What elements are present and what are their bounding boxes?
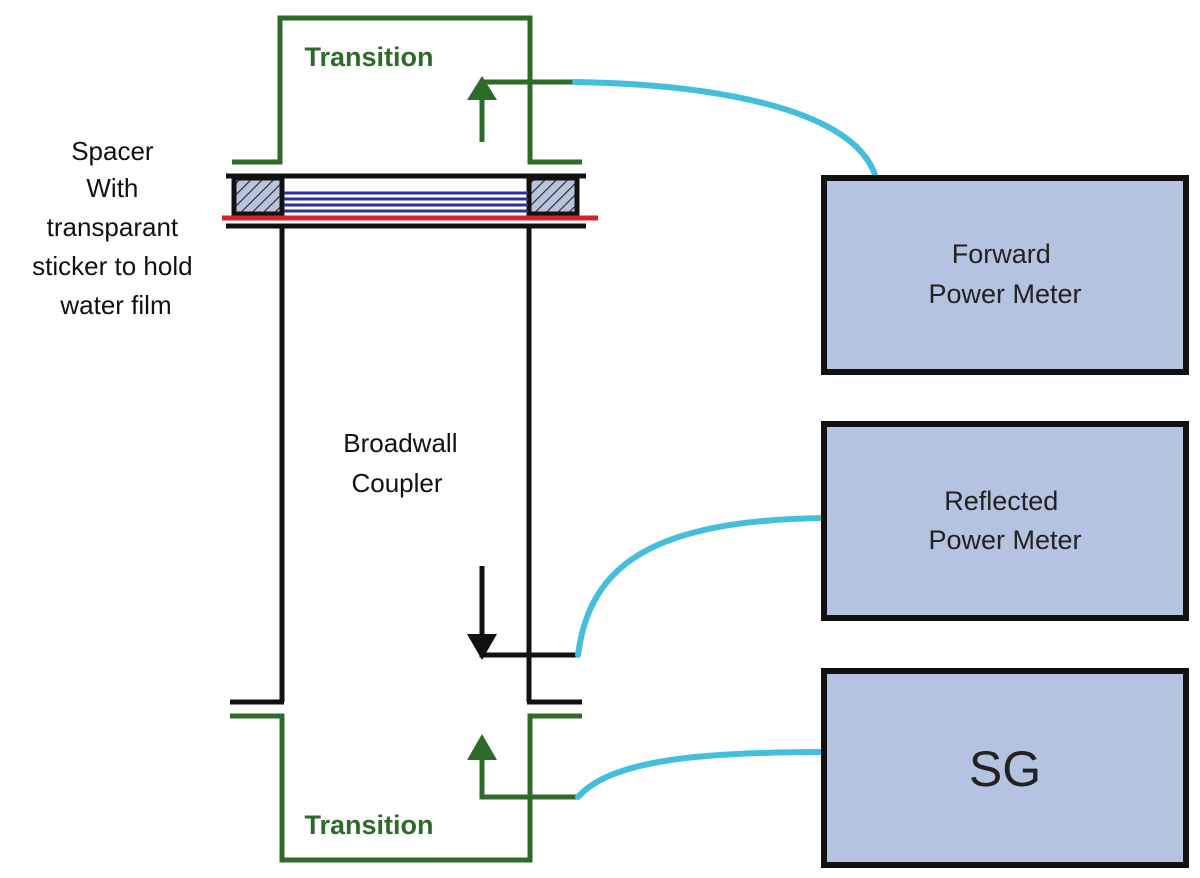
reflected-meter-label-line-2: Power Meter (928, 525, 1081, 555)
reflected-power-meter: Reflected Power Meter (821, 421, 1189, 621)
coupler-label: Broadwall Coupler (343, 428, 464, 498)
cable-reflected (575, 515, 829, 658)
top-transition (232, 15, 582, 165)
spacer-block-left (231, 175, 285, 217)
reflected-probe-arrow-down (467, 634, 497, 660)
cables (572, 79, 879, 800)
broadwall-coupler-walls (230, 228, 582, 705)
spacer-assembly (222, 173, 598, 229)
svg-text:Reflected Power Meter: Reflected Power Meter (928, 486, 1081, 555)
spacer-label-line-4: sticker to hold (32, 251, 192, 281)
spacer-block-right (526, 175, 580, 217)
signal-generator: SG (821, 668, 1189, 868)
coupler-label-line-1: Broadwall (343, 428, 457, 458)
reflected-meter-label-line-1: Reflected (944, 486, 1058, 516)
forward-meter-label-line-2: Power Meter (928, 279, 1081, 309)
input-probe (479, 742, 578, 800)
spacer-label-line-1: Spacer (71, 136, 154, 166)
water-film (284, 191, 528, 213)
transition-top-label: Transition (304, 42, 433, 72)
forward-probe-arrow-up (467, 76, 497, 100)
spacer-label: Spacer With transparant sticker to hold … (32, 136, 200, 320)
cable-forward (572, 79, 879, 181)
spacer-label-line-5: water film (59, 290, 171, 320)
forward-power-meter: Forward Power Meter (821, 175, 1189, 375)
spacer-label-line-2: With (86, 173, 138, 203)
spacer-label-line-3: transparant (47, 212, 179, 242)
sg-label: SG (969, 741, 1041, 797)
svg-text:Forward Power Meter: Forward Power Meter (928, 239, 1081, 309)
bottom-transition (230, 713, 582, 863)
cable-sg (575, 749, 829, 800)
coupler-label-line-2: Coupler (351, 468, 442, 498)
transition-bottom-label: Transition (304, 810, 433, 840)
input-probe-arrow-up (467, 734, 497, 760)
forward-meter-label-line-1: Forward (952, 239, 1051, 269)
